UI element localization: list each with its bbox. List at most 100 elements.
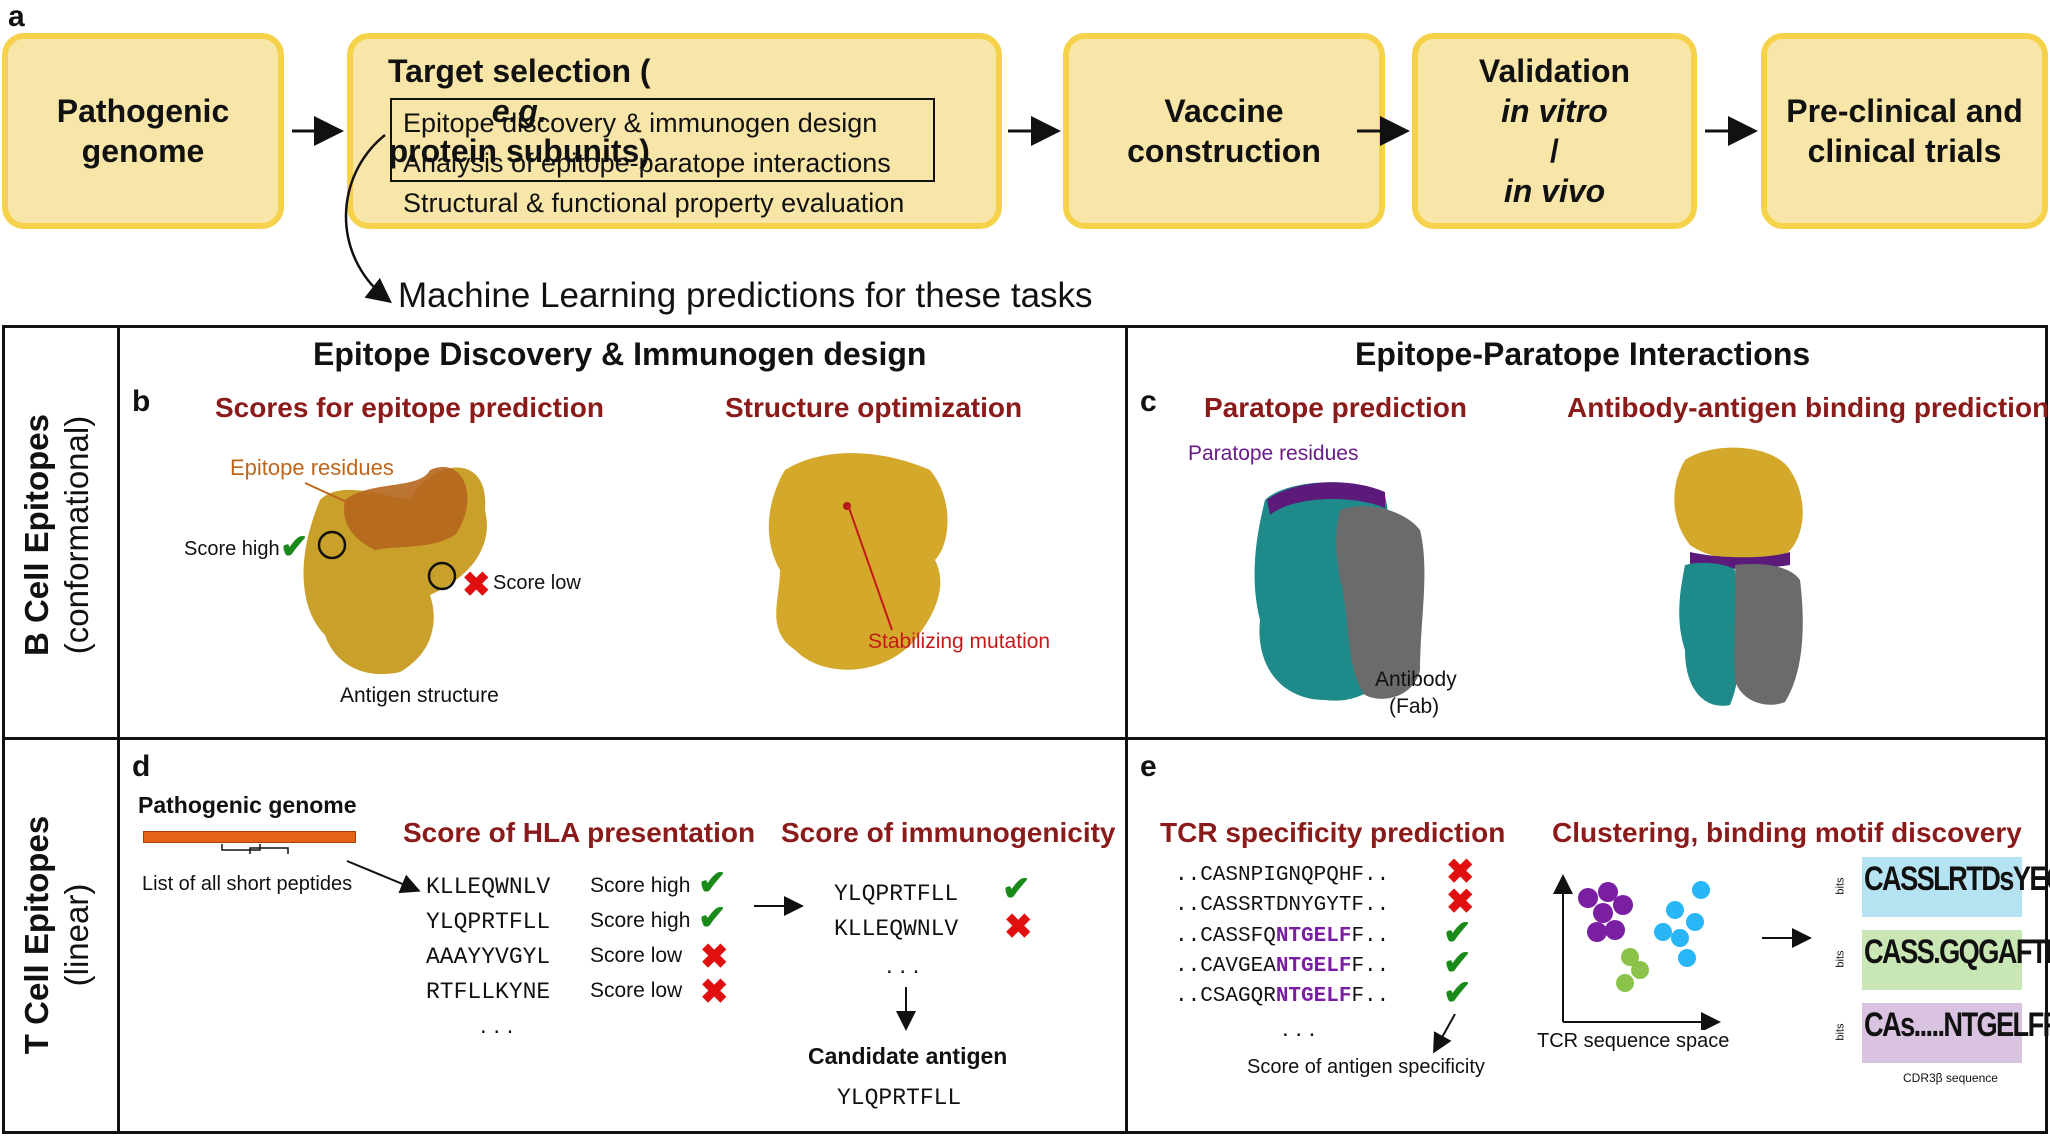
logo-text: CASS.GQGAFTDTQYF — [1864, 933, 2050, 971]
tcr-sequence: ..CASNPIGNQPQHF.. — [1175, 864, 1389, 887]
antibody-structure-image — [1254, 482, 1425, 701]
highlight-frame — [390, 98, 935, 182]
logo-panel-1 — [1862, 857, 2022, 917]
panel-e-title-1: TCR specificity prediction — [1160, 817, 1506, 848]
tcr-motif: NTGELF — [1275, 985, 1352, 1008]
hla-peptide: AAAYYVGYL — [426, 944, 551, 970]
hla-peptide: RTFLLKYNE — [426, 979, 551, 1005]
target-selection-title: Target selection (e.g. protein subunits) — [388, 51, 651, 171]
logo-x-axis-label: CDR3β sequence — [1903, 1071, 1998, 1085]
tcr-sequence: ..CASSRTDNYGYTF.. — [1175, 894, 1389, 917]
panel-a-letter: a — [8, 0, 25, 33]
tcr-motif: NTGELF — [1275, 955, 1352, 978]
tcr-prefix: ..CAVGEA — [1175, 955, 1276, 978]
motif-arrow — [1762, 928, 1812, 948]
grid-vline-2 — [1125, 325, 1128, 1134]
hla-score: Score high — [590, 874, 691, 897]
antigen-structure-label: Antigen structure — [340, 684, 499, 707]
mutation-pointer — [847, 504, 893, 631]
tcr-prefix: ..CASSFQ — [1175, 925, 1276, 948]
score-low-marker — [427, 561, 457, 591]
stabilizing-mutation-label: Stabilizing mutation — [868, 630, 1051, 653]
tcr-prefix: ..CSAGQR — [1175, 985, 1276, 1008]
cross-icon: ✖ — [1446, 883, 1475, 921]
hla-score: Score low — [590, 979, 683, 1002]
tcr-motif: NTGELF — [1275, 925, 1352, 948]
check-icon: ✔ — [698, 899, 727, 937]
tcr-space-label: TCR sequence space — [1537, 1030, 1730, 1052]
panel-c-title-1: Paratope prediction — [1204, 392, 1467, 423]
row-header-line: B Cell Epitopes — [18, 413, 55, 657]
step-line: Validation — [1478, 53, 1631, 89]
logo-y-axis-label: bits — [1834, 1023, 1847, 1041]
cross-icon: ✖ — [1446, 853, 1475, 891]
tcr-sequence: ..CSAGQRNTGELFF.. — [1175, 985, 1389, 1008]
paratope-residues-label: Paratope residues — [1188, 442, 1359, 465]
peptides-label: List of all short peptides — [142, 873, 353, 895]
logo-text: CASSLRTDsYEQYF — [1864, 860, 2050, 898]
row-header-t-cell: T Cell Epitopes (linear) — [17, 740, 103, 1130]
tcr-sequence: ..CAVGEANTGELFF.. — [1175, 955, 1389, 978]
ellipsis: . . . — [1282, 1015, 1316, 1042]
panel-d-title-2: Score of immunogenicity — [781, 817, 1116, 848]
in-vitro: in vitro — [1501, 93, 1608, 129]
logo-text: CAs.....NTGELFF — [1864, 1006, 2050, 1044]
specificity-arrow — [1433, 1013, 1456, 1054]
panel-d-letter: d — [132, 750, 151, 783]
candidate-antigen-label: Candidate antigen — [808, 1043, 1008, 1069]
immuno-down-arrow — [896, 987, 916, 1031]
panel-c-title-2: Antibody-antigen binding prediction — [1567, 392, 2050, 423]
step-line: genome — [81, 133, 205, 169]
antibody-antigen-complex-image — [1674, 447, 1803, 706]
target-item: Structural & functional property evaluat… — [403, 188, 905, 218]
target-item: Analysis of epitope-paratope interaction… — [403, 148, 891, 178]
target-item: Epitope discovery & immunogen design — [403, 108, 878, 138]
curved-arrow-icon — [344, 134, 392, 304]
grid-hline — [2, 737, 2048, 740]
panel-b-letter: b — [132, 385, 151, 418]
cross-icon: ✖ — [700, 938, 729, 976]
step-line: construction — [1127, 133, 1321, 169]
fab-label: (Fab) — [1389, 695, 1440, 718]
step-line: Pre-clinical and — [1786, 93, 2023, 129]
step-pathogenic-genome: Pathogenic genome — [2, 33, 284, 229]
tcr-suffix: F.. — [1351, 985, 1390, 1008]
panel-e-title-2: Clustering, binding motif discovery — [1552, 817, 2022, 848]
panel-b-title-1: Scores for epitope prediction — [215, 392, 604, 423]
panel-e-letter: e — [1140, 750, 1157, 783]
logo-y-axis-label: bits — [1834, 950, 1847, 968]
grid-frame — [2, 325, 2048, 1134]
title-suffix: protein subunits) — [388, 133, 650, 169]
step-target-selection: Target selection (e.g. protein subunits)… — [347, 33, 1002, 229]
cross-icon: ✖ — [1004, 908, 1033, 946]
immuno-peptide: KLLEQWNLV — [834, 916, 959, 942]
ml-note: Machine Learning predictions for these t… — [398, 276, 1093, 315]
logo-y-axis-label: bits — [1834, 877, 1847, 895]
check-icon: ✔ — [1002, 870, 1031, 908]
step-validation: Validation in vitro/in vivo — [1412, 33, 1697, 229]
peptide-brackets — [221, 844, 289, 854]
cross-icon: ✖ — [462, 566, 491, 604]
tcr-prefix: ..CASNPIGNQPQHF.. — [1175, 864, 1390, 887]
tcr-sequence: ..CASSFQNTGELFF.. — [1175, 925, 1389, 948]
row-header-line: (conformational) — [58, 415, 95, 655]
genome-label: Pathogenic genome — [138, 792, 357, 818]
antibody-label: Antibody — [1375, 668, 1457, 691]
panel-a-arrows — [292, 116, 1758, 304]
hla-peptide: KLLEQWNLV — [426, 874, 551, 900]
row-header-b-cell: B Cell Epitopes (conformational) — [17, 340, 103, 730]
antigen-structure-image — [303, 467, 487, 675]
panel-d-title-1: Score of HLA presentation — [403, 817, 756, 848]
peptide-arrow — [346, 860, 421, 894]
panel-b-title-2: Structure optimization — [725, 392, 1023, 423]
grid-vline-1 — [117, 325, 120, 1134]
title-prefix: Target selection ( — [388, 53, 651, 89]
score-high-marker — [317, 530, 347, 560]
step-line-italic: in vitro/in vivo — [1479, 91, 1630, 211]
step-clinical-trials: Pre-clinical and clinical trials — [1761, 33, 2048, 229]
score-low-label: Score low — [493, 572, 581, 594]
logo-panel-2 — [1862, 930, 2022, 990]
score-high-label: Score high — [184, 538, 280, 560]
step-vaccine-construction: Vaccine construction — [1063, 33, 1385, 229]
check-icon: ✔ — [1443, 974, 1472, 1012]
